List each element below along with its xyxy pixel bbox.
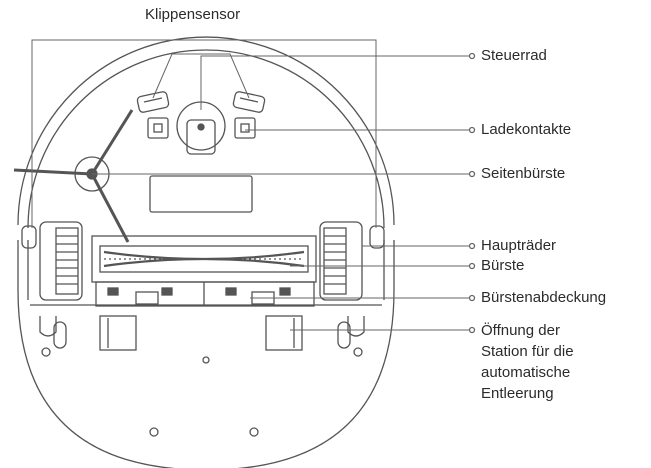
cover-plate <box>149 175 253 213</box>
charging-contact-left <box>147 117 169 139</box>
label-side-brush: Seitenbürste <box>481 165 566 182</box>
label-charging-contacts: Ladekontakte <box>481 121 572 138</box>
cliff-sensor-left <box>136 91 170 113</box>
label-brush-cover: Bürstenabdeckung <box>481 289 607 306</box>
brush-cover <box>95 281 315 307</box>
cliff-sensor-right <box>232 91 266 113</box>
dust-opening-right <box>265 315 303 351</box>
charging-contact-right <box>234 117 256 139</box>
label-dust-opening-line-4: Entleerung <box>481 385 554 402</box>
leader-dots <box>468 52 476 334</box>
label-dust-opening-line-2: Station für die <box>481 343 574 360</box>
label-dust-opening-line-3: automatische <box>481 364 571 381</box>
label-steering-wheel: Steuerrad <box>481 47 547 64</box>
screws <box>41 347 363 437</box>
robot-body <box>17 36 395 468</box>
main-wheel-left <box>39 221 83 301</box>
label-dust-opening: Öffnung der Station für die automatische… <box>481 320 574 404</box>
cliff-sensor-side-right <box>369 225 385 249</box>
label-cliff-sensor: Klippensensor <box>145 6 241 23</box>
label-main-wheels: Haupträder <box>481 237 557 254</box>
label-brush: Bürste <box>481 257 525 274</box>
label-dust-opening-line-1: Öffnung der <box>481 322 560 339</box>
leader-lines <box>31 39 470 331</box>
main-brush <box>91 235 317 283</box>
bottom-details <box>39 316 365 349</box>
main-wheel-right <box>319 221 363 301</box>
cliff-sensor-side-left <box>21 225 37 249</box>
dust-opening-left <box>99 315 137 351</box>
